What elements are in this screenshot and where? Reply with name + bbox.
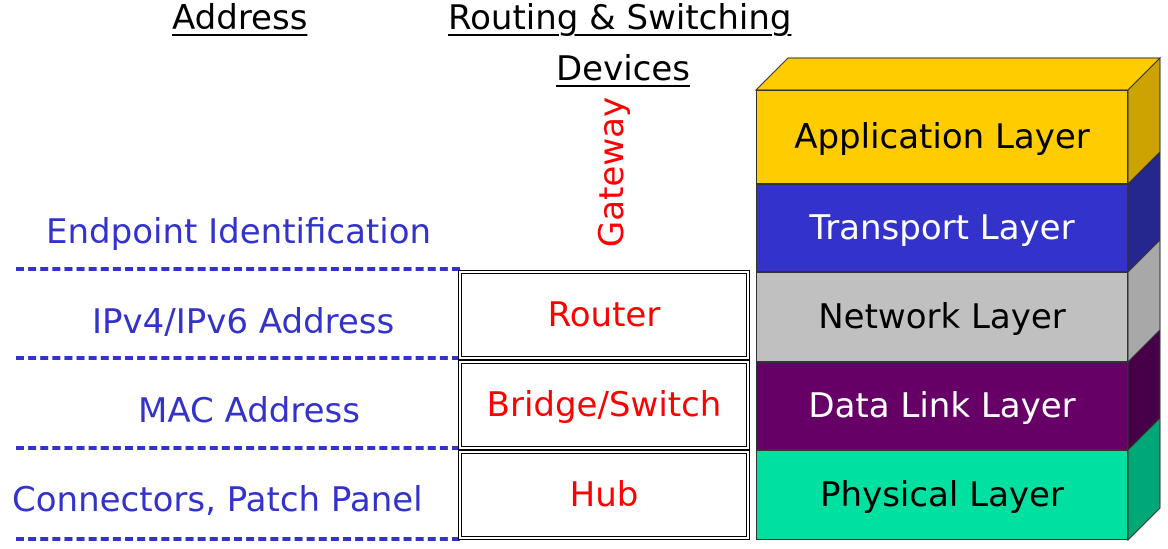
device-router: Router <box>458 270 750 360</box>
layer-physical: Physical Layer <box>756 450 1128 540</box>
address-endpoint-identification: Endpoint Identification <box>46 212 432 252</box>
layer-label: Data Link Layer <box>808 386 1076 426</box>
heading-devices: Devices <box>556 49 690 89</box>
layer-label: Application Layer <box>794 117 1090 157</box>
address-ip: IPv4/IPv6 Address <box>92 302 395 342</box>
address-mac: MAC Address <box>138 391 360 431</box>
layer-label: Network Layer <box>818 297 1066 337</box>
device-hub: Hub <box>458 450 750 540</box>
stack-top-face <box>754 57 1162 91</box>
layer-data-link: Data Link Layer <box>756 362 1128 450</box>
dashed-divider <box>16 446 460 450</box>
device-label: Bridge/Switch <box>486 385 722 425</box>
layer-label: Transport Layer <box>809 208 1075 248</box>
dashed-divider <box>16 356 460 360</box>
layer-label: Physical Layer <box>820 475 1064 515</box>
layer-application: Application Layer <box>756 90 1128 184</box>
heading-routing-switching: Routing & Switching <box>448 0 792 38</box>
device-bridge-switch: Bridge/Switch <box>458 360 750 450</box>
stack-side-physical <box>1127 416 1161 542</box>
dashed-divider <box>16 267 460 271</box>
layer-network: Network Layer <box>756 272 1128 362</box>
dashed-divider <box>16 537 460 541</box>
heading-address: Address <box>172 0 308 38</box>
layer-transport: Transport Layer <box>756 184 1128 272</box>
device-label: Router <box>547 295 661 335</box>
address-connectors: Connectors, Patch Panel <box>12 480 423 520</box>
device-label: Hub <box>569 475 639 515</box>
